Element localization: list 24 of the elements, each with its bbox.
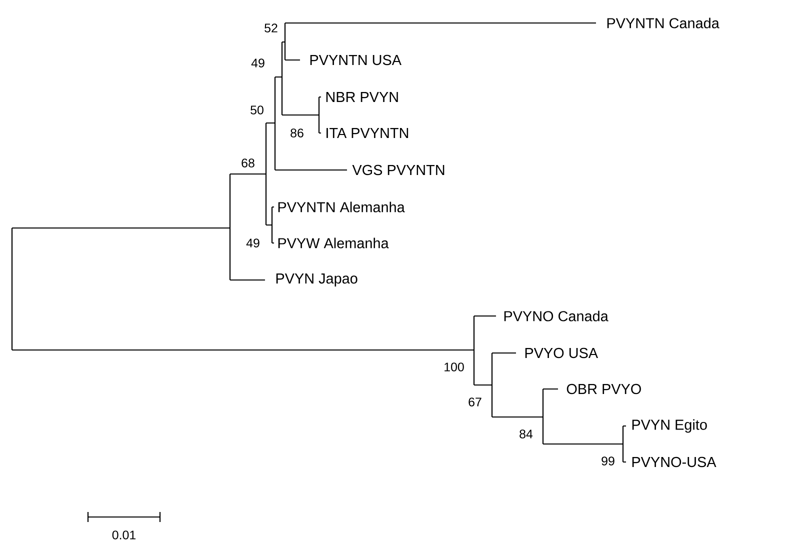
leaf-label: VGS PVYNTN <box>352 164 444 176</box>
bootstrap-value: 52 <box>264 24 278 32</box>
bootstrap-value: 99 <box>602 456 614 466</box>
leaf-label: ITA PVYNTN <box>326 128 408 138</box>
bootstrap-value: 100 <box>444 362 464 372</box>
leaf-label: PVYNTN USA <box>310 54 402 66</box>
leaf-label: PVYNO Canada <box>504 310 608 322</box>
leaf-label: PVYNTN Alemanha <box>278 202 405 212</box>
leaf-label: PVYW Alemanha <box>278 238 389 248</box>
leaf-label: PVYO USA <box>525 348 598 358</box>
bootstrap-value: 49 <box>251 58 264 68</box>
bootstrap-value: 50 <box>250 106 264 114</box>
leaf-label: PVYNTN Canada <box>607 18 720 28</box>
bootstrap-value: 49 <box>246 238 260 248</box>
leaf-label: NBR PVYN <box>326 92 398 102</box>
bootstrap-value: 86 <box>290 128 304 138</box>
leaf-label: OBR PVYO <box>566 384 641 394</box>
bootstrap-value: 84 <box>520 430 533 438</box>
leaf-label: PVYN Egito <box>632 419 707 433</box>
bootstrap-value: 68 <box>242 158 254 168</box>
leaf-label: PVYN Japao <box>276 274 358 286</box>
scale-label: 0.01 <box>112 530 136 540</box>
bootstrap-value: 67 <box>468 398 482 406</box>
leaf-label: PVYNO-USA <box>632 456 716 468</box>
